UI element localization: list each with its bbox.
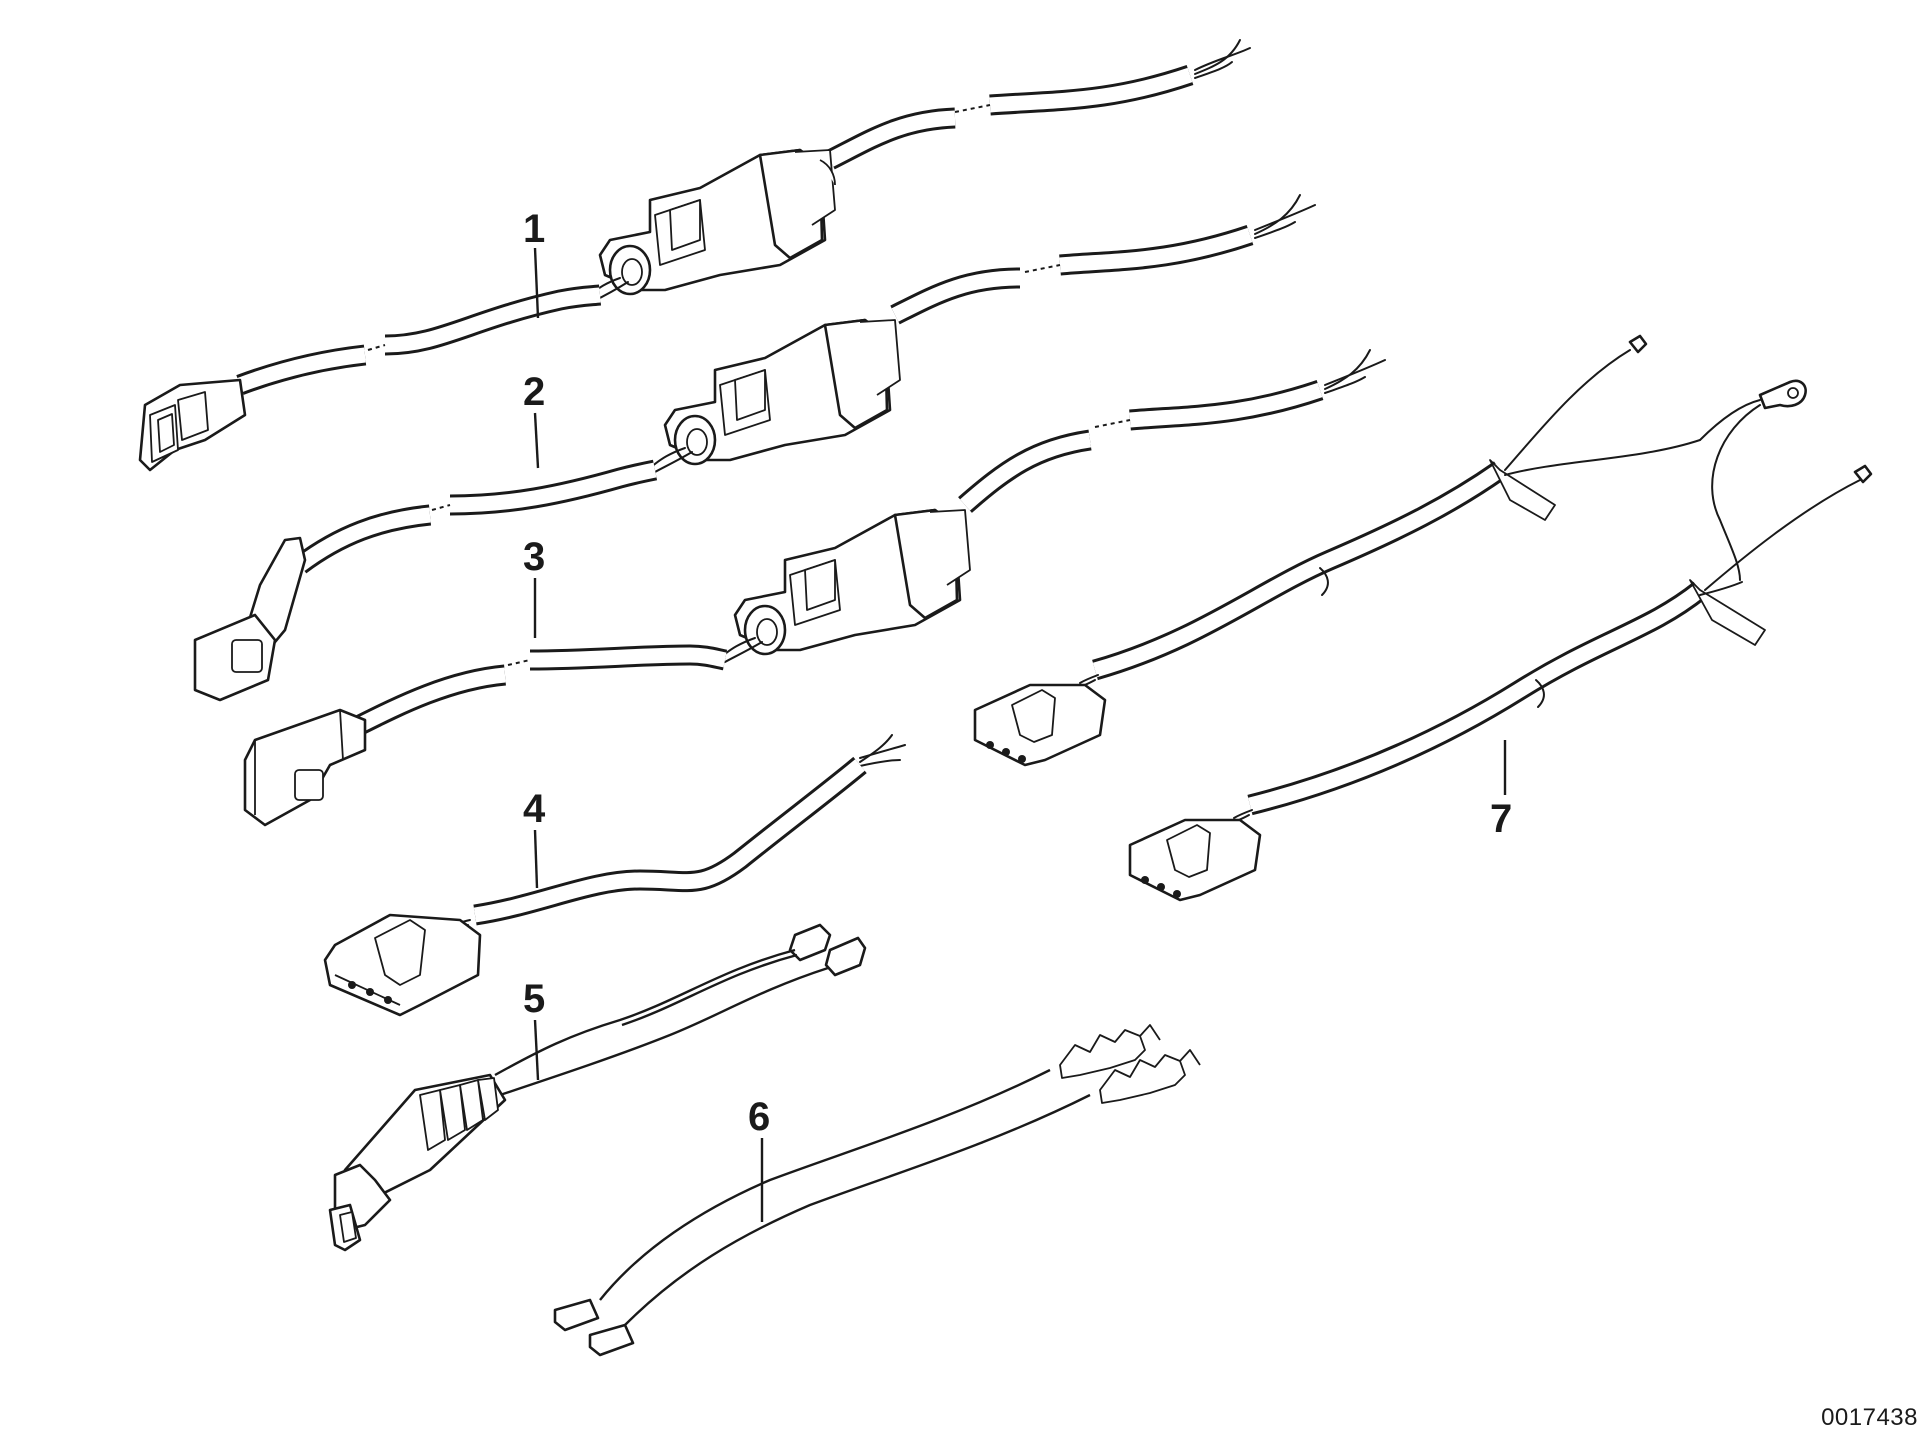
callout-3: 3	[523, 535, 545, 579]
leader-line-4	[533, 829, 539, 889]
part-3-wiring-harness	[243, 349, 1386, 827]
part-7-wiring-harness	[973, 334, 1873, 902]
callout-7: 7	[1490, 797, 1512, 841]
part-2-wiring-harness	[193, 194, 1316, 702]
callout-5: 5	[523, 977, 545, 1021]
leader-line-5	[533, 1019, 540, 1081]
part-1-wiring-harness	[138, 39, 1251, 472]
leader-line-2	[533, 412, 540, 469]
part-4-wiring-harness	[323, 734, 906, 1017]
diagram-reference-number: 0017438	[1821, 1404, 1918, 1431]
callout-6: 6	[748, 1095, 770, 1139]
callout-2: 2	[523, 370, 545, 414]
part-6-wiring-harness	[553, 1024, 1201, 1357]
callout-1: 1	[523, 207, 545, 251]
callout-4: 4	[523, 787, 546, 831]
leader-line-1	[533, 247, 540, 319]
